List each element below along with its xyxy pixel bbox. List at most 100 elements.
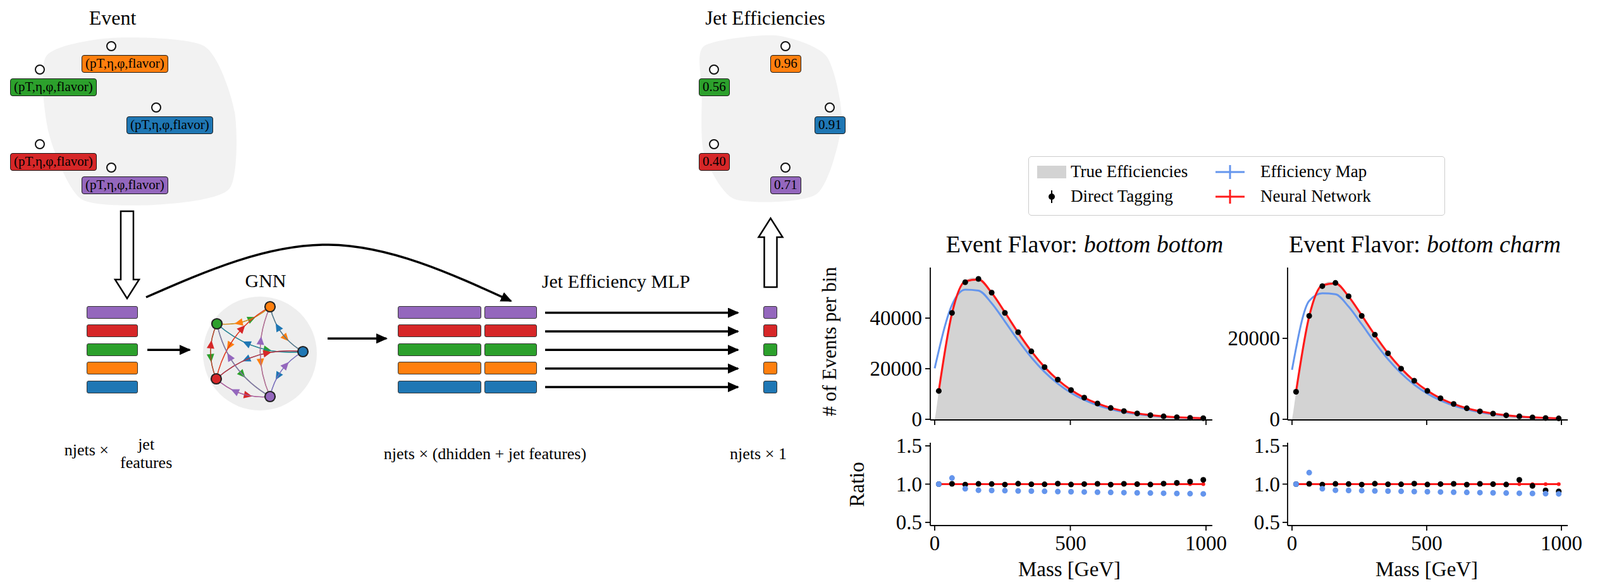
direct-tagging-ratio-dot [1529, 483, 1536, 489]
node-heading: Event [89, 6, 137, 30]
y-axis [1286, 267, 1289, 420]
tick-label: 20000 [1228, 326, 1281, 350]
efficiency-map-ratio-dot [1068, 488, 1074, 495]
gnn-edge-head [262, 348, 272, 358]
efficiency-map-ratio-dot [1147, 490, 1154, 496]
direct-tagging-dot [1384, 350, 1391, 357]
direct-tagging-dot [1359, 313, 1365, 319]
true-efficiency-area [934, 277, 1207, 420]
box-text: (pT,η,φ,flavor) [85, 177, 165, 193]
efficiency-map-ratio-dot [1054, 488, 1061, 495]
stage-label: Jet Efficiency MLP [541, 270, 690, 292]
efficiency-map-ratio-dot [1160, 490, 1167, 496]
box-text: (pT,η,φ,flavor) [85, 56, 165, 72]
direct-tagging-dot [1424, 388, 1431, 394]
efficiency-map-ratio-dot [1464, 489, 1470, 496]
direct-tagging-dot [1371, 332, 1378, 338]
efficiency-map-ratio-dot [975, 487, 982, 494]
direct-tagging-ratio-dot [1081, 481, 1088, 487]
arrow-connector [147, 349, 190, 352]
legend-text: Efficiency Map [1260, 162, 1367, 182]
tick [1282, 521, 1288, 524]
gnn-node [297, 346, 308, 357]
direct-tagging-dot [1081, 394, 1088, 401]
efficiency-map-ratio-dot [1411, 488, 1418, 495]
neural-network-line [1295, 283, 1559, 419]
direct-tagging-ratio-dot [1293, 481, 1299, 487]
tick-label: 1000 [1540, 531, 1583, 555]
direct-tagging-dot [1489, 411, 1496, 417]
direct-tagging-dot [1450, 400, 1457, 407]
event-region: (pT,η,φ,flavor)(pT,η,φ,flavor)(pT,η,φ,fl… [6, 34, 260, 206]
tick [925, 483, 931, 486]
legend-dot [1048, 193, 1055, 200]
efficiency-map-ratio-dot [1542, 490, 1549, 497]
tick [925, 445, 931, 447]
efficiency-map-ratio-dot [1173, 490, 1180, 497]
direct-tagging-dot [1002, 309, 1009, 316]
tick [934, 419, 936, 425]
direct-tagging-dot [1345, 293, 1352, 300]
feature-bar [86, 306, 138, 319]
jet-marker [34, 139, 45, 150]
tick-label: 1.5 [896, 434, 923, 458]
direct-tagging-ratio-dot [1464, 481, 1470, 488]
tick-label: 1000 [1185, 531, 1227, 555]
legend-text: Direct Tagging [1070, 187, 1174, 207]
feature-bar [763, 306, 778, 319]
tick [1282, 337, 1288, 339]
arrow-connector [545, 330, 739, 333]
tick [1426, 419, 1428, 425]
direct-tagging-dot [1028, 348, 1034, 355]
gnn-edge-head [233, 318, 244, 327]
efficiency-map-ratio-dot [1107, 489, 1114, 496]
tick [1291, 525, 1293, 531]
efficiency-map-ratio-dot [935, 481, 942, 487]
node-heading: njets × [64, 440, 109, 460]
arrow-connector [146, 244, 511, 302]
tick-label: 40000 [870, 306, 923, 330]
direct-tagging-ratio-dot [1200, 476, 1207, 483]
node-heading: njets × 1 [729, 444, 787, 463]
efficiency-map-ratio-dot [1489, 490, 1496, 496]
legend-errorbar [1229, 189, 1232, 204]
efficiency-map-ratio-dot [1359, 487, 1365, 494]
legend-sample [1036, 163, 1067, 181]
neural-network-ratio-dot [1543, 482, 1548, 487]
gnn-edge-head [229, 385, 241, 396]
neural-network-line [938, 279, 1203, 419]
efficiency-map-ratio-dot [1041, 488, 1048, 494]
direct-tagging-ratio-dot [1384, 481, 1391, 487]
direct-tagging-dot [1173, 414, 1180, 420]
tick [925, 521, 931, 524]
gnn-edge [216, 323, 271, 397]
direct-tagging-ratio-dot [989, 481, 995, 487]
efficiency-map-ratio-dot [1187, 490, 1193, 497]
node-heading: Jet Efficiencies [705, 7, 826, 30]
direct-tagging-ratio-dot [1424, 481, 1431, 488]
feature-bar [86, 361, 138, 375]
efficiency-map-ratio-dot [1028, 488, 1034, 494]
gnn-edge [270, 351, 303, 397]
gnn-edge [216, 323, 271, 397]
direct-tagging-dot [1015, 329, 1021, 336]
node-heading: jet features [120, 435, 173, 472]
direct-tagging-ratio-dot [1068, 481, 1074, 488]
tick-label: 0.5 [1254, 510, 1280, 534]
arrow-connector [545, 367, 739, 370]
efficiency-map-ratio-dot [1450, 489, 1457, 496]
gnn-edge [216, 378, 271, 398]
direct-tagging-dot [962, 279, 969, 286]
efficiency-map-ratio-dot [1384, 488, 1391, 494]
direct-tagging-dot [1529, 414, 1536, 420]
tick-label: 0 [1286, 531, 1298, 555]
tick-label: 500 [1054, 531, 1087, 555]
direct-tagging-dot [1332, 280, 1339, 286]
efficiency-map-line [1292, 293, 1559, 419]
gnn-edge [270, 306, 303, 352]
direct-tagging-ratio-dot [1477, 480, 1484, 487]
efficiency-map-ratio-dot [1293, 481, 1299, 487]
efficiency-box: 0.56 [698, 78, 730, 97]
efficiency-map-ratio-dot [1555, 490, 1562, 497]
neural-network-ratio-dot [1517, 482, 1521, 487]
